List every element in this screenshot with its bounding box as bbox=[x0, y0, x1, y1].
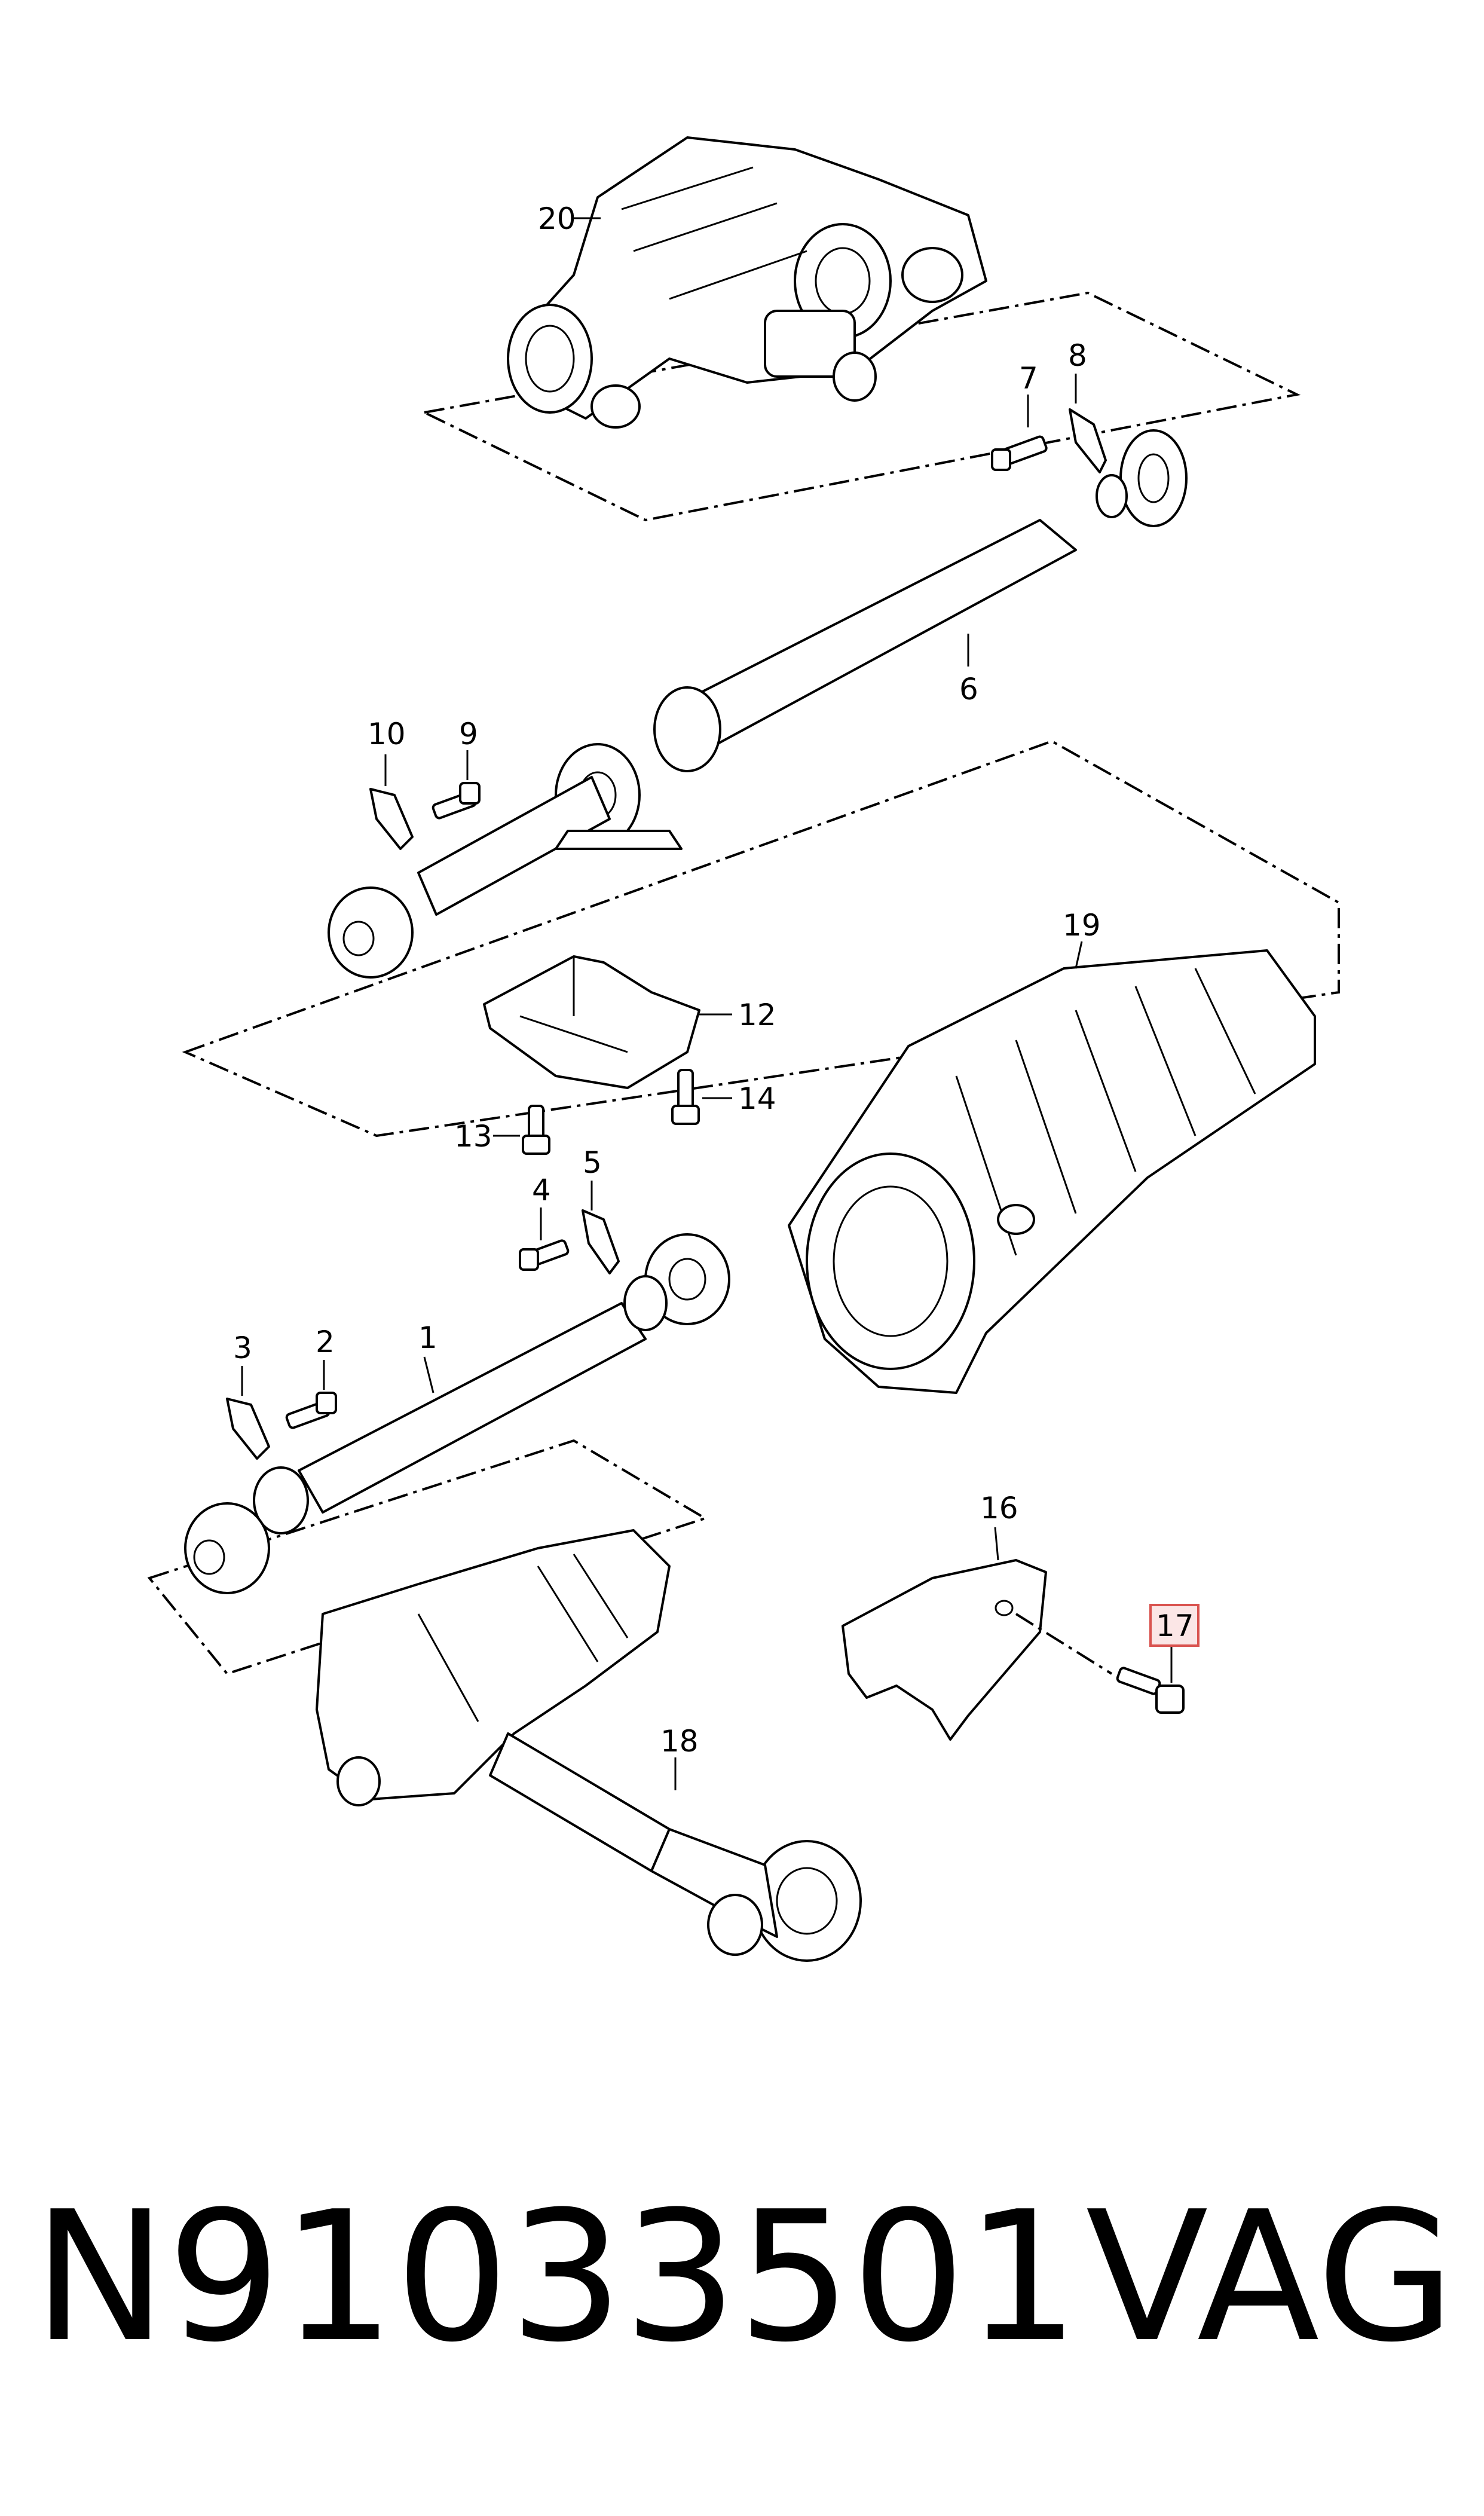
bolt-2 bbox=[285, 1392, 337, 1429]
brand-label: VAG bbox=[1085, 2173, 1455, 2382]
callout-18: 18 bbox=[660, 1724, 699, 1759]
callout-13: 13 bbox=[454, 1119, 492, 1154]
callout-5: 5 bbox=[583, 1145, 602, 1180]
center-assembly-outline bbox=[182, 739, 1340, 1138]
callout-4: 4 bbox=[532, 1173, 551, 1207]
callout-8: 8 bbox=[1068, 338, 1087, 373]
callout-20: 20 bbox=[538, 201, 576, 236]
transmission-19 bbox=[788, 949, 1316, 1394]
washer-plate-10 bbox=[369, 788, 414, 850]
front-propshaft-1 bbox=[184, 1233, 730, 1594]
front-differential-18 bbox=[316, 1529, 862, 1962]
callout-12: 12 bbox=[738, 998, 776, 1032]
callout-6: 6 bbox=[959, 672, 978, 707]
callout-2: 2 bbox=[316, 1325, 335, 1359]
callout-7: 7 bbox=[1019, 361, 1038, 396]
highlighted-callout-box bbox=[1149, 1604, 1200, 1647]
callout-17: 17 bbox=[1156, 1609, 1194, 1643]
bolt-7 bbox=[991, 435, 1048, 471]
part-number: N91033501 bbox=[33, 2173, 1080, 2382]
callout-9: 9 bbox=[459, 717, 478, 751]
rear-propshaft bbox=[328, 429, 1188, 979]
washer-plate-3 bbox=[226, 1398, 270, 1460]
callout-14: 14 bbox=[738, 1081, 776, 1116]
bolt-14 bbox=[671, 1069, 700, 1125]
bolt-13 bbox=[522, 1105, 550, 1155]
callout-1: 1 bbox=[418, 1320, 437, 1355]
callout-16: 16 bbox=[980, 1491, 1018, 1526]
heat-shield-16 bbox=[842, 1559, 1047, 1741]
front-assembly-outline bbox=[147, 1439, 708, 1676]
bolt-9 bbox=[432, 782, 481, 820]
callout-3: 3 bbox=[233, 1331, 252, 1365]
washer-plate-5 bbox=[582, 1209, 620, 1274]
rear-differential bbox=[507, 136, 987, 429]
callout-10: 10 bbox=[368, 717, 406, 751]
bolt-17 bbox=[1116, 1667, 1185, 1714]
exploded-parts-diagram: 20 6 7 8 9 10 12 13 bbox=[147, 136, 1340, 1962]
washer-plate-8 bbox=[1069, 408, 1107, 473]
bolt-4 bbox=[519, 1239, 570, 1271]
footer: N91033501 VAG bbox=[33, 2176, 1455, 2379]
center-bearing-bracket-12 bbox=[483, 955, 700, 1089]
callout-19: 19 bbox=[1063, 908, 1101, 943]
